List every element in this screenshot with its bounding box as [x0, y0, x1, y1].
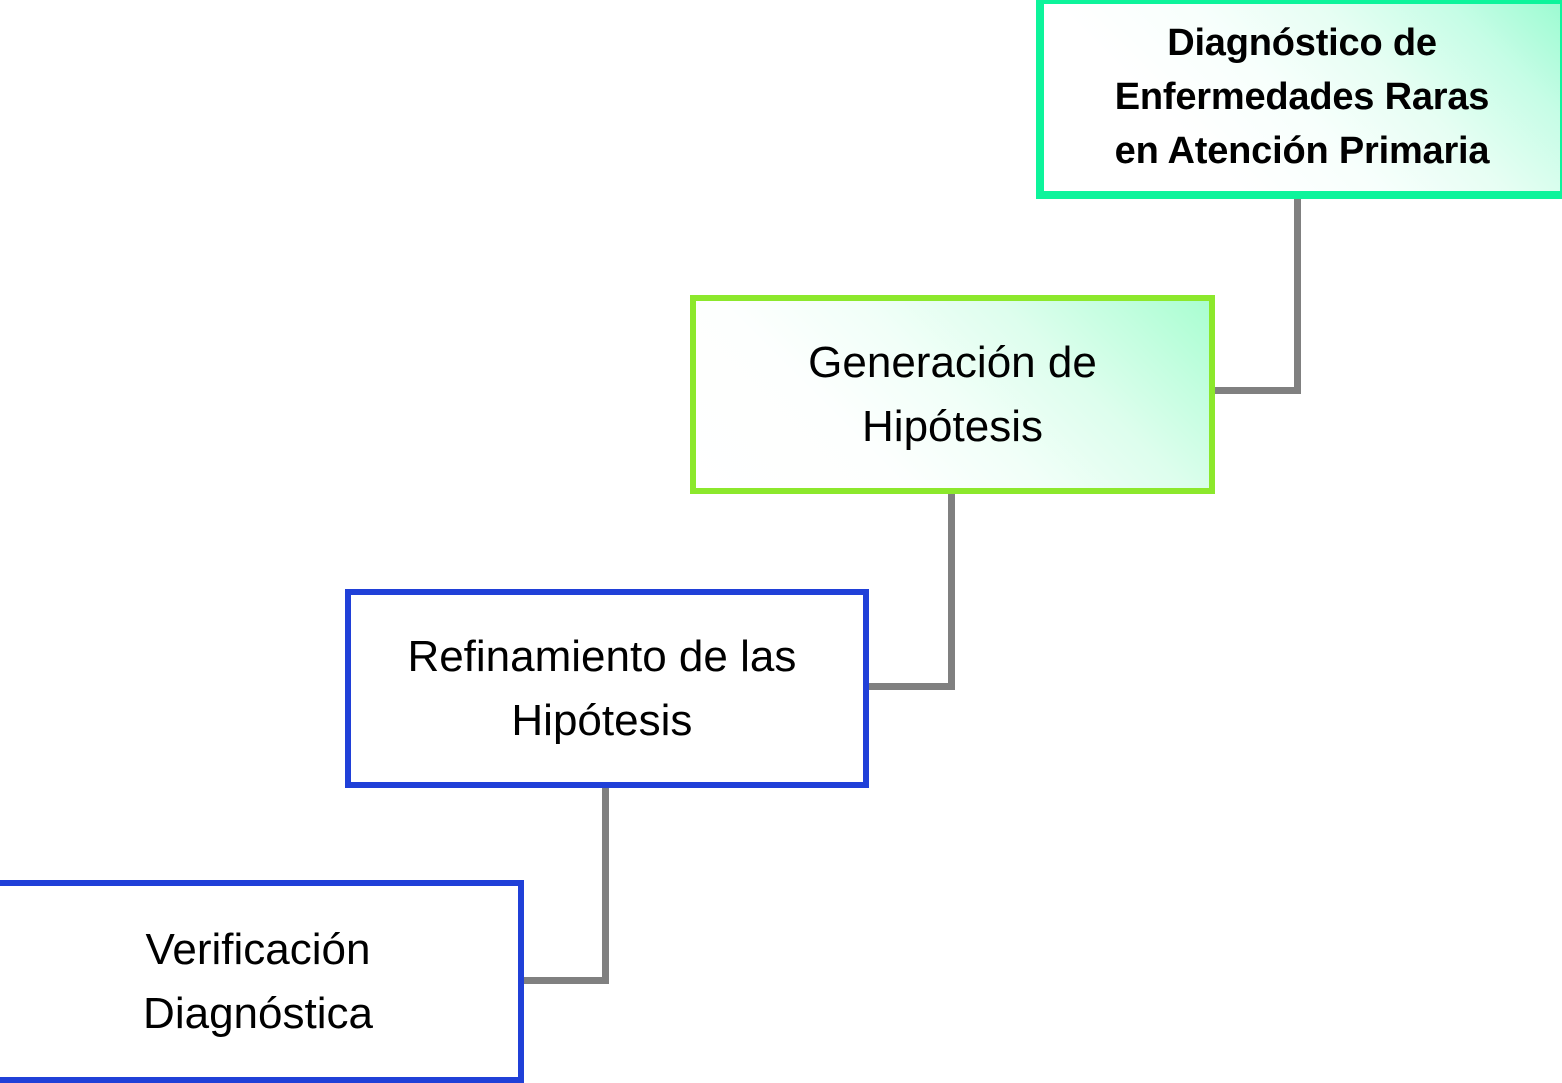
edge-refinement-verification-horizontal	[521, 977, 609, 984]
edge-hypothesis-refinement-vertical	[948, 492, 955, 690]
edge-root-hypothesis-vertical	[1294, 196, 1301, 394]
edge-refinement-verification-vertical	[602, 786, 609, 984]
node-refinement-label: Refinamiento de las Hipótesis	[407, 631, 797, 745]
node-verification-label: Verificación Diagnóstica	[143, 924, 373, 1038]
node-diagnostico-enfermedades-raras[interactable]: Diagnóstico de Enfermedades Raras en Ate…	[1036, 0, 1562, 199]
node-hypothesis-label: Generación de Hipótesis	[808, 337, 1097, 451]
edge-hypothesis-refinement-horizontal	[867, 683, 955, 690]
node-root-label: Diagnóstico de Enfermedades Raras en Ate…	[1114, 21, 1490, 172]
node-generacion-de-hipotesis[interactable]: Generación de Hipótesis	[690, 295, 1215, 494]
node-verificacion-diagnostica[interactable]: Verificación Diagnóstica	[0, 880, 524, 1083]
node-refinamiento-de-las-hipotesis[interactable]: Refinamiento de las Hipótesis	[345, 589, 869, 788]
edge-root-hypothesis-horizontal	[1213, 387, 1301, 394]
